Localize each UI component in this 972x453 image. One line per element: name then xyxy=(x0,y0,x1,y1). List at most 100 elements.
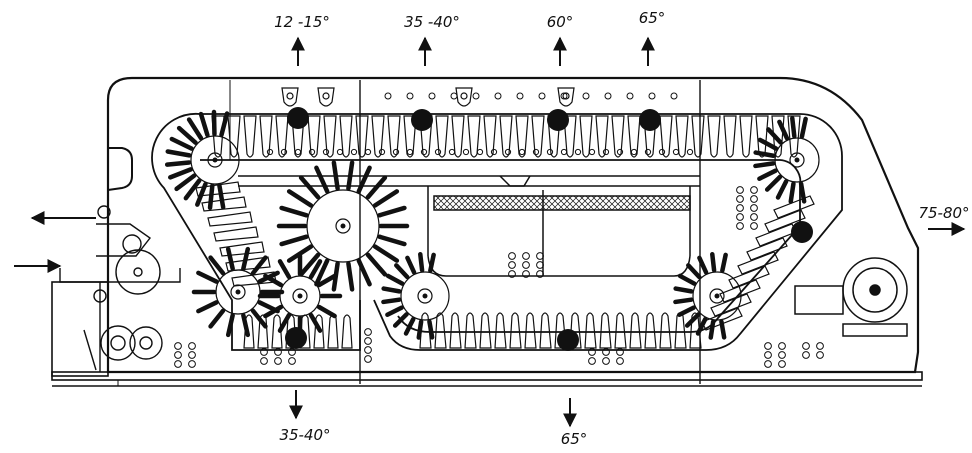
wheel-blade xyxy=(764,174,783,192)
wheel-blade xyxy=(710,252,717,273)
carrier xyxy=(483,115,497,158)
nozzle xyxy=(406,92,414,100)
nozzle xyxy=(658,148,666,156)
carrier xyxy=(323,115,337,158)
carrier xyxy=(644,312,657,349)
heater-coil xyxy=(816,342,824,350)
sprocket-hub xyxy=(774,137,820,183)
carrier xyxy=(227,115,241,158)
fitting-bolt xyxy=(460,92,468,100)
wheel-blade xyxy=(788,181,796,204)
nozzle xyxy=(670,92,678,100)
carrier xyxy=(515,115,529,158)
temp-label-top-2: 35 -40° xyxy=(404,13,460,31)
machine-housing xyxy=(106,76,920,374)
carrier xyxy=(554,312,567,349)
heater-coil xyxy=(736,222,744,230)
heater-coil xyxy=(536,261,544,269)
wheel-blade xyxy=(799,116,808,139)
nozzle xyxy=(406,148,414,156)
carrier xyxy=(509,312,522,349)
nozzle xyxy=(516,92,524,100)
wheel-blade xyxy=(314,165,330,194)
heater-coil xyxy=(764,351,772,359)
nozzle xyxy=(560,148,568,156)
wheel-blade xyxy=(308,312,323,333)
heater-coil xyxy=(736,195,744,203)
heater-coil xyxy=(750,195,758,203)
wheel-blade xyxy=(183,178,202,201)
carrier xyxy=(539,312,552,349)
wheel-blade xyxy=(219,111,230,138)
wheel-blade xyxy=(708,319,716,340)
flow-arrows xyxy=(14,36,966,428)
heater-coil xyxy=(508,261,516,269)
wheel-blade xyxy=(697,255,709,275)
wheel-blade xyxy=(416,319,424,340)
feed-unit xyxy=(51,205,181,377)
nozzle xyxy=(378,148,386,156)
fitting-bolt xyxy=(322,92,330,100)
nozzle xyxy=(602,148,610,156)
motor xyxy=(794,257,908,337)
wheel-blade xyxy=(298,252,321,277)
heater-coil xyxy=(260,348,268,356)
heater-coil xyxy=(750,222,758,230)
wheel-blade xyxy=(263,273,284,288)
nozzle xyxy=(392,148,400,156)
heater-coil xyxy=(802,351,810,359)
heater-coil xyxy=(274,348,282,356)
wheel-blade xyxy=(277,259,292,280)
carrier xyxy=(579,115,593,158)
wheel-blade xyxy=(757,137,779,151)
heater-coil xyxy=(616,357,624,365)
heater-coil xyxy=(588,357,596,365)
wheel-blade xyxy=(403,316,416,336)
carrier xyxy=(313,314,325,349)
nozzle xyxy=(364,148,372,156)
sprocket-axle xyxy=(292,288,308,304)
wheel-blade xyxy=(186,117,204,141)
nozzle xyxy=(434,148,442,156)
carrier xyxy=(271,314,283,349)
nozzle xyxy=(604,92,612,100)
sprocket-center xyxy=(235,289,241,295)
carrier xyxy=(201,196,247,212)
carrier xyxy=(231,271,277,287)
nozzle xyxy=(538,92,546,100)
carrier xyxy=(435,115,449,158)
carrier xyxy=(737,251,779,275)
nozzle xyxy=(626,92,634,100)
nozzle xyxy=(574,148,582,156)
wheel-blade xyxy=(308,259,323,280)
wheel-blade xyxy=(418,252,425,273)
nozzle xyxy=(644,148,652,156)
heater-coil xyxy=(778,342,786,350)
sprocket-center xyxy=(297,293,303,299)
wheel-blade xyxy=(225,246,235,271)
carrier xyxy=(259,115,273,158)
heater-coil xyxy=(174,342,182,350)
wheel-blade xyxy=(372,189,400,208)
drive-roller xyxy=(547,109,569,131)
wheel-blade xyxy=(225,313,235,338)
wheel-blade xyxy=(777,119,790,141)
wheel-blade xyxy=(684,312,701,328)
nozzle xyxy=(308,148,316,156)
wheel-blade xyxy=(316,273,337,288)
wheel-blade xyxy=(766,127,783,145)
wheel-blade xyxy=(381,297,402,305)
wheel-blade xyxy=(757,168,778,181)
carrier xyxy=(494,312,507,349)
wheel-blade xyxy=(169,136,194,151)
carrier xyxy=(629,312,642,349)
carrier xyxy=(675,115,689,158)
nozzle xyxy=(462,148,470,156)
wheel-blade xyxy=(372,244,400,263)
wheel-blade xyxy=(365,175,388,200)
heater-coil xyxy=(174,351,182,359)
carrier xyxy=(327,314,339,349)
wheel-blade xyxy=(164,160,192,167)
wheel-blade xyxy=(775,179,789,200)
